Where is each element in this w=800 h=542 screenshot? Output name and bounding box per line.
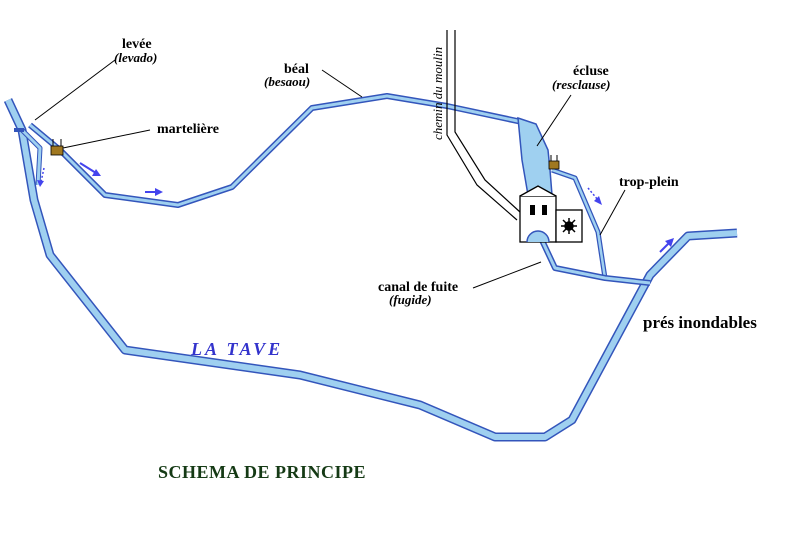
arrow-icon: [659, 238, 674, 253]
weir-mark: [14, 128, 24, 132]
river-label: LA TAVE: [190, 339, 283, 359]
levee-label: levée: [122, 37, 152, 52]
leader-lines: [34, 59, 626, 289]
beal-channel: [28, 93, 523, 208]
marteliere-label: martelière: [157, 122, 219, 137]
canal-fuite-local-label: (fugide): [389, 292, 432, 307]
flow-arrows: [37, 162, 674, 253]
chemin-du-moulin: [446, 30, 521, 221]
ecluse-gate-icon: [548, 155, 560, 170]
marteliere-gate-icon: [50, 139, 64, 156]
beal-label: béal: [284, 62, 309, 77]
ecluse-local-label: (resclause): [552, 77, 611, 92]
mill-building: [519, 185, 583, 243]
dotted-arrow-icon: [587, 187, 602, 205]
ecluse-label: écluse: [573, 64, 609, 79]
arrow-icon: [145, 188, 163, 196]
chemin-label: chemin du moulin: [430, 47, 445, 140]
beal-local-label: (besaou): [264, 74, 310, 89]
dotted-arrow-icon: [37, 167, 45, 187]
trop-plein-channel: [551, 167, 608, 279]
river-la-tave: [3, 98, 738, 442]
canal-fuite-label: canal de fuite: [378, 280, 458, 295]
pres-inondables-label: prés inondables: [643, 313, 757, 332]
arrow-icon: [79, 162, 101, 176]
ecluse-pond: [517, 116, 553, 196]
canal-de-fuite-channel: [537, 234, 651, 286]
diagram-title: SCHEMA DE PRINCIPE: [158, 462, 366, 482]
levee-local-label: (levado): [114, 50, 157, 65]
trop-plein-label: trop-plein: [619, 175, 679, 190]
millwheel-icon: [561, 218, 577, 234]
